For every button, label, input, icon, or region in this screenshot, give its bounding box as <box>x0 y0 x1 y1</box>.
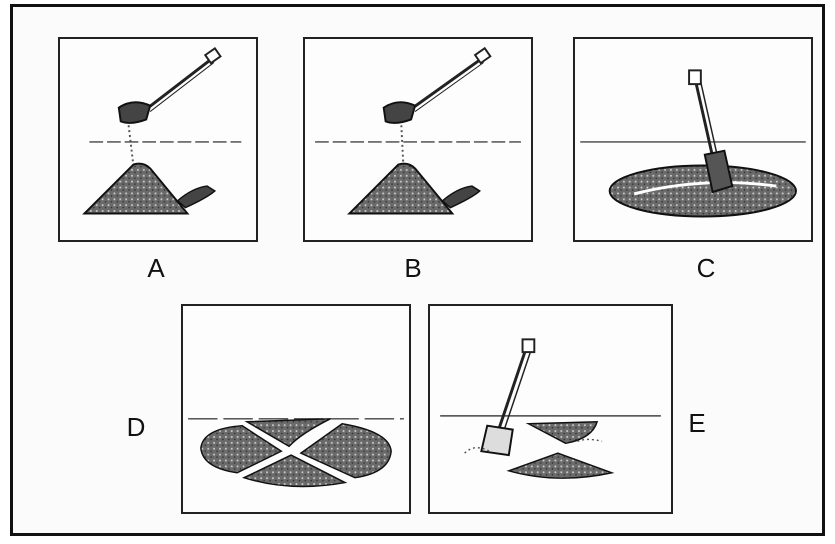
label-a: A <box>136 255 176 281</box>
quarter-segment <box>528 422 597 444</box>
label-b: B <box>393 255 433 281</box>
scoop-rest-icon <box>178 186 215 208</box>
label-d: D <box>116 414 156 440</box>
stream <box>401 125 403 164</box>
label-e: E <box>677 410 717 436</box>
flattened-heap <box>610 165 796 216</box>
scoop-icon <box>119 48 221 123</box>
sample-heap <box>85 164 188 214</box>
sample-heap <box>349 164 452 214</box>
panel-e-illustration <box>430 306 671 512</box>
scoop-rest-icon <box>443 186 480 208</box>
figure-frame: A B C <box>10 4 825 536</box>
scoop-icon <box>384 48 491 123</box>
panel-e <box>428 304 673 514</box>
label-c: C <box>686 255 726 281</box>
panel-c-illustration <box>575 39 811 240</box>
quarter-segment <box>509 453 612 478</box>
panel-c <box>573 37 813 242</box>
shovel-icon <box>481 339 534 455</box>
panel-a-illustration <box>60 39 256 240</box>
panel-b-illustration <box>305 39 531 240</box>
panel-b <box>303 37 533 242</box>
panel-d-illustration <box>183 306 409 512</box>
stream <box>129 125 134 166</box>
panel-d <box>181 304 411 514</box>
panel-a <box>58 37 258 242</box>
